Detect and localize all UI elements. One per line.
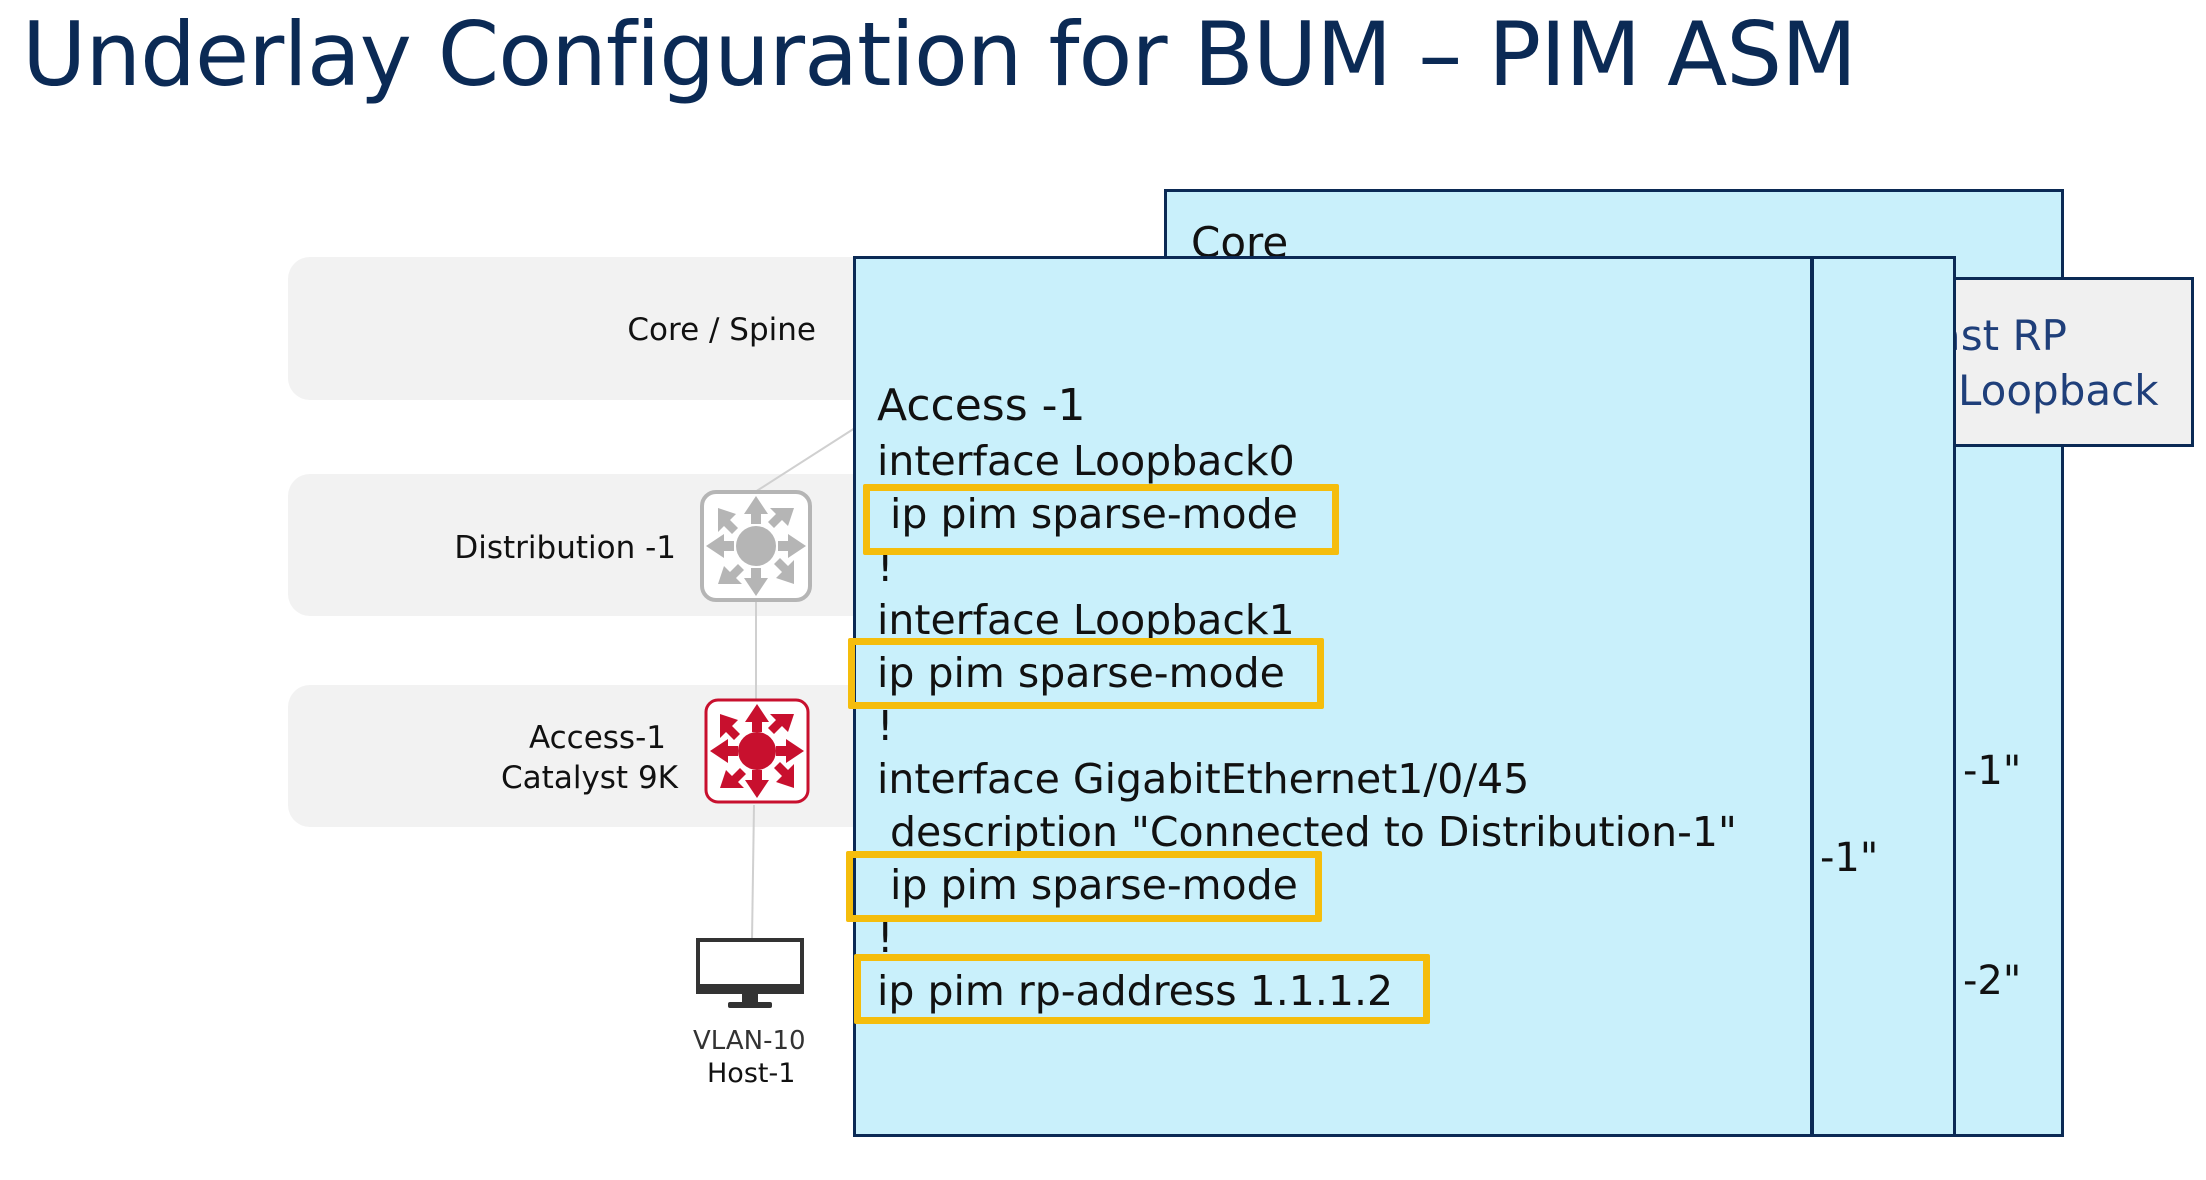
config-line-interface-gig: interface GigabitEthernet1/0/45 bbox=[877, 755, 1530, 803]
config-line-rp-address: ip pim rp-address 1.1.1.2 bbox=[877, 967, 1394, 1015]
core-panel-text-2: -2" bbox=[1963, 958, 2022, 1004]
config-line-interface-loopback1: interface Loopback1 bbox=[877, 596, 1295, 644]
link-distribution-core bbox=[754, 427, 856, 493]
config-line-separator-1: ! bbox=[877, 543, 894, 591]
access-config-panel bbox=[853, 256, 1813, 1137]
config-line-separator-3: ! bbox=[877, 914, 894, 962]
config-line-pim-loopback1: ip pim sparse-mode bbox=[877, 649, 1285, 697]
host-monitor-icon[interactable] bbox=[696, 938, 804, 1012]
link-host-access bbox=[751, 804, 755, 941]
host-vlan-label: VLAN-10 bbox=[693, 1026, 806, 1056]
config-line-interface-loopback0: interface Loopback0 bbox=[877, 437, 1295, 485]
highlight-pim-loopback1 bbox=[848, 638, 1324, 709]
highlight-rp-address bbox=[854, 954, 1430, 1024]
tier-access-label-line1: Access-1 bbox=[528, 720, 666, 756]
access-switch-icon[interactable] bbox=[704, 698, 810, 804]
access-panel-title: Access -1 bbox=[877, 380, 1086, 431]
distribution-switch-icon[interactable] bbox=[700, 490, 812, 602]
host-name-label: Host-1 bbox=[707, 1058, 796, 1089]
config-line-description: description "Connected to Distribution-1… bbox=[877, 808, 1737, 856]
rp-popup-line1: ast RP bbox=[1935, 311, 2067, 360]
middle-panel-text: -1" bbox=[1820, 835, 1879, 881]
highlight-pim-loopback0 bbox=[863, 484, 1339, 555]
config-line-pim-loopback0: ip pim sparse-mode bbox=[877, 490, 1298, 538]
rp-popup-line2: Loopback bbox=[1958, 366, 2159, 415]
slide-title: Underlay Configuration for BUM – PIM ASM bbox=[22, 3, 1857, 106]
tier-core-label: Core / Spine bbox=[627, 312, 816, 348]
tier-distribution-label: Distribution -1 bbox=[454, 530, 676, 566]
config-line-pim-gig: ip pim sparse-mode bbox=[877, 861, 1298, 909]
middle-config-panel: -1" bbox=[1811, 256, 1956, 1137]
config-line-separator-2: ! bbox=[877, 702, 894, 750]
core-panel-text-1: -1" bbox=[1963, 748, 2022, 794]
highlight-pim-gig bbox=[846, 851, 1322, 922]
tier-access-label-line2: Catalyst 9K bbox=[501, 760, 678, 796]
